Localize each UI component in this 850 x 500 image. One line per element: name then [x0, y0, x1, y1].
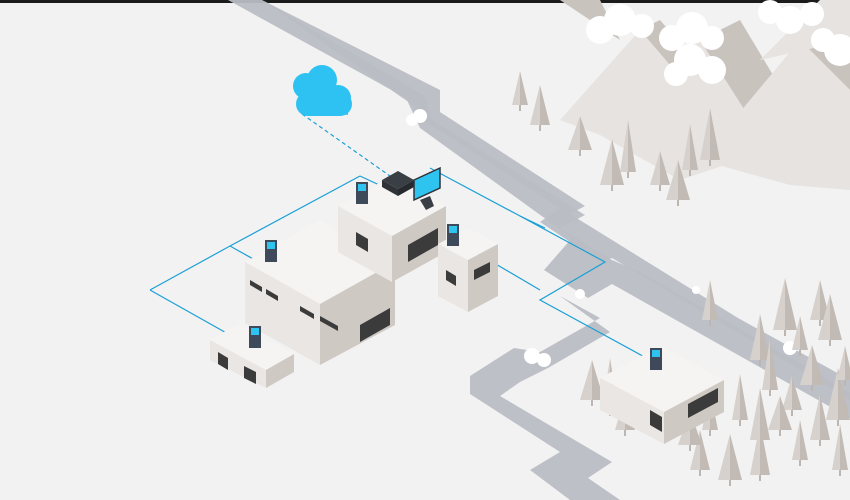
pine-tree-right-face — [700, 430, 710, 470]
pine-tree-left-face — [837, 346, 845, 380]
pine-tree-right-face — [820, 394, 830, 440]
pine-tree-left-face — [650, 151, 660, 185]
iot-sensor-device — [249, 182, 662, 370]
pine-tree-trunk — [709, 160, 711, 166]
pine-tree-trunk — [659, 185, 661, 191]
pine-tree-trunk — [779, 430, 781, 436]
pine-tree-trunk — [579, 150, 581, 156]
top-edge-bar — [0, 0, 850, 3]
pine-tree-left-face — [666, 160, 678, 200]
pine-tree-left-face — [750, 388, 760, 440]
pine-tree-right-face — [628, 120, 636, 172]
pine-tree-trunk — [611, 185, 613, 191]
pine-tree-trunk — [799, 350, 801, 356]
pine-tree-trunk — [829, 340, 831, 346]
pine-tree-trunk — [729, 480, 731, 486]
pine-tree-trunk — [689, 445, 691, 451]
pine-tree-left-face — [718, 434, 730, 480]
pine-tree-trunk — [539, 125, 541, 131]
pine-tree-left-face — [530, 85, 540, 125]
pine-tree-trunk — [709, 430, 711, 436]
pine-tree-trunk — [759, 360, 761, 366]
pine-tree-trunk — [837, 420, 839, 426]
pine-tree-trunk — [784, 330, 786, 336]
pine-tree-right-face — [800, 316, 808, 350]
pine-tree-trunk — [769, 390, 771, 396]
pine-tree-left-face — [568, 116, 580, 150]
pine-tree-trunk — [689, 170, 691, 176]
river — [228, 0, 850, 500]
pine-tree-left-face — [682, 124, 690, 170]
pine-tree-right-face — [792, 376, 802, 410]
pine-tree-right-face — [710, 108, 720, 160]
pine-tree-right-face — [690, 124, 698, 170]
pine-tree-left-face — [800, 345, 812, 385]
pine-tree-right-face — [800, 420, 808, 460]
pine-tree-left-face — [810, 280, 820, 320]
pine-tree-left-face — [810, 394, 820, 440]
pine-tree-left-face — [818, 294, 830, 340]
pine-forest — [512, 71, 850, 486]
pine-tree-trunk — [839, 470, 841, 476]
pine-tree-trunk — [627, 172, 629, 178]
pine-tree-trunk — [799, 460, 801, 466]
pine-tree-right-face — [830, 294, 842, 340]
cloud-icon — [293, 65, 352, 116]
pine-tree-right-face — [812, 345, 824, 385]
pine-tree-left-face — [702, 280, 710, 320]
pine-tree-right-face — [520, 71, 528, 105]
pine-tree-left-face — [792, 316, 800, 350]
pine-tree-right-face — [845, 346, 850, 380]
pine-tree-right-face — [760, 314, 770, 360]
pine-tree-trunk — [739, 420, 741, 426]
pine-tree-right-face — [770, 338, 778, 390]
pine-tree-trunk — [624, 430, 626, 436]
gateway-device — [382, 171, 414, 196]
pine-tree-trunk — [519, 105, 521, 111]
pine-tree-right-face — [740, 374, 748, 420]
pine-tree-left-face — [768, 396, 780, 430]
remote-building — [600, 346, 724, 444]
pine-tree-right-face — [612, 139, 624, 185]
pine-tree-right-face — [780, 396, 792, 430]
snow-clouds — [406, 0, 850, 367]
pine-tree-trunk — [591, 400, 593, 406]
pine-tree-trunk — [791, 410, 793, 416]
pine-tree-left-face — [750, 423, 760, 475]
pine-tree-left-face — [762, 338, 770, 390]
pine-tree-left-face — [782, 376, 792, 410]
pine-tree-left-face — [600, 139, 612, 185]
pine-tree-left-face — [700, 108, 710, 160]
pine-tree-trunk — [844, 380, 846, 386]
pine-tree-left-face — [792, 420, 800, 460]
pine-tree-trunk — [819, 440, 821, 446]
pine-tree-left-face — [826, 368, 838, 420]
pine-tree-trunk — [759, 475, 761, 481]
pine-tree-trunk — [677, 200, 679, 206]
pine-tree-left-face — [750, 314, 760, 360]
pine-tree-trunk — [699, 470, 701, 476]
pine-tree-right-face — [540, 85, 550, 125]
pine-tree-left-face — [732, 374, 740, 420]
pine-tree-right-face — [760, 388, 770, 440]
pine-tree-right-face — [678, 160, 690, 200]
pine-tree-trunk — [811, 385, 813, 391]
pine-tree-left-face — [620, 120, 628, 172]
pine-tree-right-face — [660, 151, 670, 185]
pine-tree-right-face — [730, 434, 742, 480]
pine-tree-trunk — [819, 320, 821, 326]
pine-tree-right-face — [838, 368, 850, 420]
pine-tree-right-face — [580, 116, 592, 150]
monitor-device — [413, 166, 441, 210]
pine-tree-right-face — [760, 423, 770, 475]
pine-tree-left-face — [512, 71, 520, 105]
pine-tree-right-face — [840, 424, 848, 470]
pine-tree-left-face — [580, 360, 592, 400]
pine-tree-right-face — [785, 278, 797, 330]
pine-tree-trunk — [709, 320, 711, 326]
pine-tree-right-face — [710, 280, 718, 320]
pine-tree-left-face — [773, 278, 785, 330]
pine-tree-left-face — [832, 424, 840, 470]
